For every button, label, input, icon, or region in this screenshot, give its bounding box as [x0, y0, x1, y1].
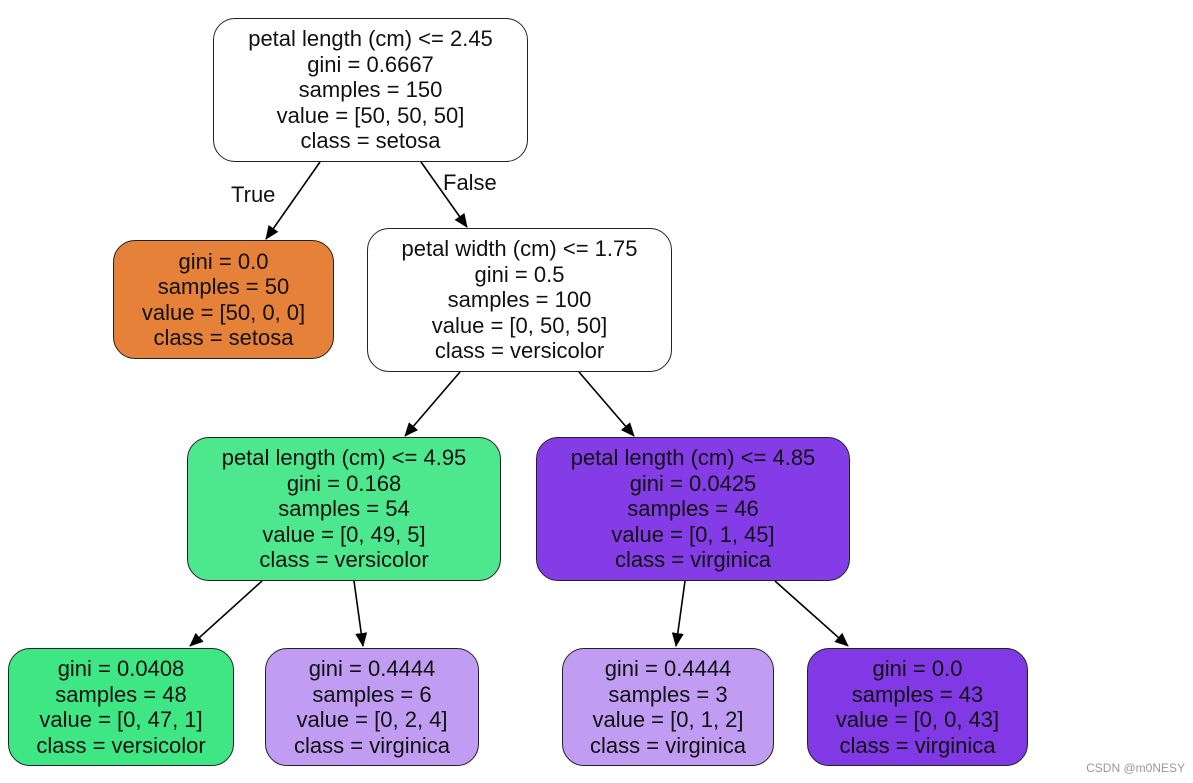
node-text-line: gini = 0.4444: [604, 656, 732, 681]
watermark: CSDN @m0NESY: [1086, 761, 1185, 775]
node-text-line: gini = 0.5: [474, 261, 565, 287]
edge-n2-to-n3: [404, 371, 461, 437]
node-text-line: gini = 0.0: [872, 656, 963, 681]
edge-root-to-n1: [265, 161, 321, 240]
node-text-line: petal length (cm) <= 2.45: [248, 26, 493, 52]
edge-n4-to-n7: [671, 580, 686, 647]
node-text-line: gini = 0.4444: [308, 656, 436, 681]
node-text-line: class = virginica: [839, 732, 996, 758]
edge-label-true: True: [231, 182, 276, 207]
node-text-line: samples = 3: [608, 681, 728, 707]
node-text-line: class = virginica: [294, 732, 450, 758]
node-text-line: value = [0, 49, 5]: [262, 521, 426, 547]
node-text-line: samples = 46: [627, 496, 759, 522]
edge-n3-to-n5: [189, 580, 263, 647]
node-text-line: value = [0, 1, 2]: [592, 707, 744, 732]
node-text-line: class = versicolor: [434, 338, 605, 364]
node-text-line: samples = 48: [55, 681, 187, 707]
node-text-line: petal length (cm) <= 4.85: [570, 445, 816, 471]
node-text-line: class = versicolor: [259, 547, 429, 573]
node-text-line: value = [0, 0, 43]: [835, 707, 1000, 732]
node-text-line: gini = 0.0425: [629, 470, 757, 496]
node-text-line: value = [50, 50, 50]: [276, 102, 465, 128]
node-text-line: samples = 100: [447, 287, 592, 313]
edge-n2-to-n4: [578, 371, 635, 437]
node-text-line: petal length (cm) <= 4.95: [221, 445, 467, 471]
node-text-line: value = [0, 50, 50]: [431, 312, 608, 338]
node-text-line: value = [0, 1, 45]: [611, 521, 775, 547]
node-text-line: class = virginica: [590, 732, 746, 758]
edge-n4-to-n8: [774, 580, 849, 647]
node-text-line: class = setosa: [300, 128, 441, 154]
edge-root-to-n2: [420, 161, 468, 228]
node-text-line: samples = 54: [278, 496, 410, 522]
edge-label-false: False: [443, 170, 497, 195]
node-text-line: value = [0, 2, 4]: [296, 707, 448, 732]
node-text-line: petal width (cm) <= 1.75: [401, 236, 638, 262]
node-text-line: gini = 0.168: [286, 470, 402, 496]
node-text-line: class = versicolor: [36, 732, 206, 758]
node-text-line: samples = 43: [851, 681, 984, 707]
node-text-line: class = setosa: [153, 325, 294, 350]
node-text-line: value = [0, 47, 1]: [39, 707, 203, 732]
node-text-line: samples = 50: [157, 274, 290, 299]
node-text-line: samples = 6: [312, 681, 432, 707]
node-text-line: gini = 0.6667: [307, 51, 434, 77]
node-text-line: samples = 150: [298, 77, 443, 103]
node-text-line: value = [50, 0, 0]: [141, 299, 306, 325]
node-text-line: gini = 0.0: [178, 248, 269, 274]
node-text-line: class = virginica: [615, 547, 771, 573]
edge-n3-to-n6: [353, 580, 368, 647]
node-text-line: gini = 0.0408: [57, 656, 185, 681]
